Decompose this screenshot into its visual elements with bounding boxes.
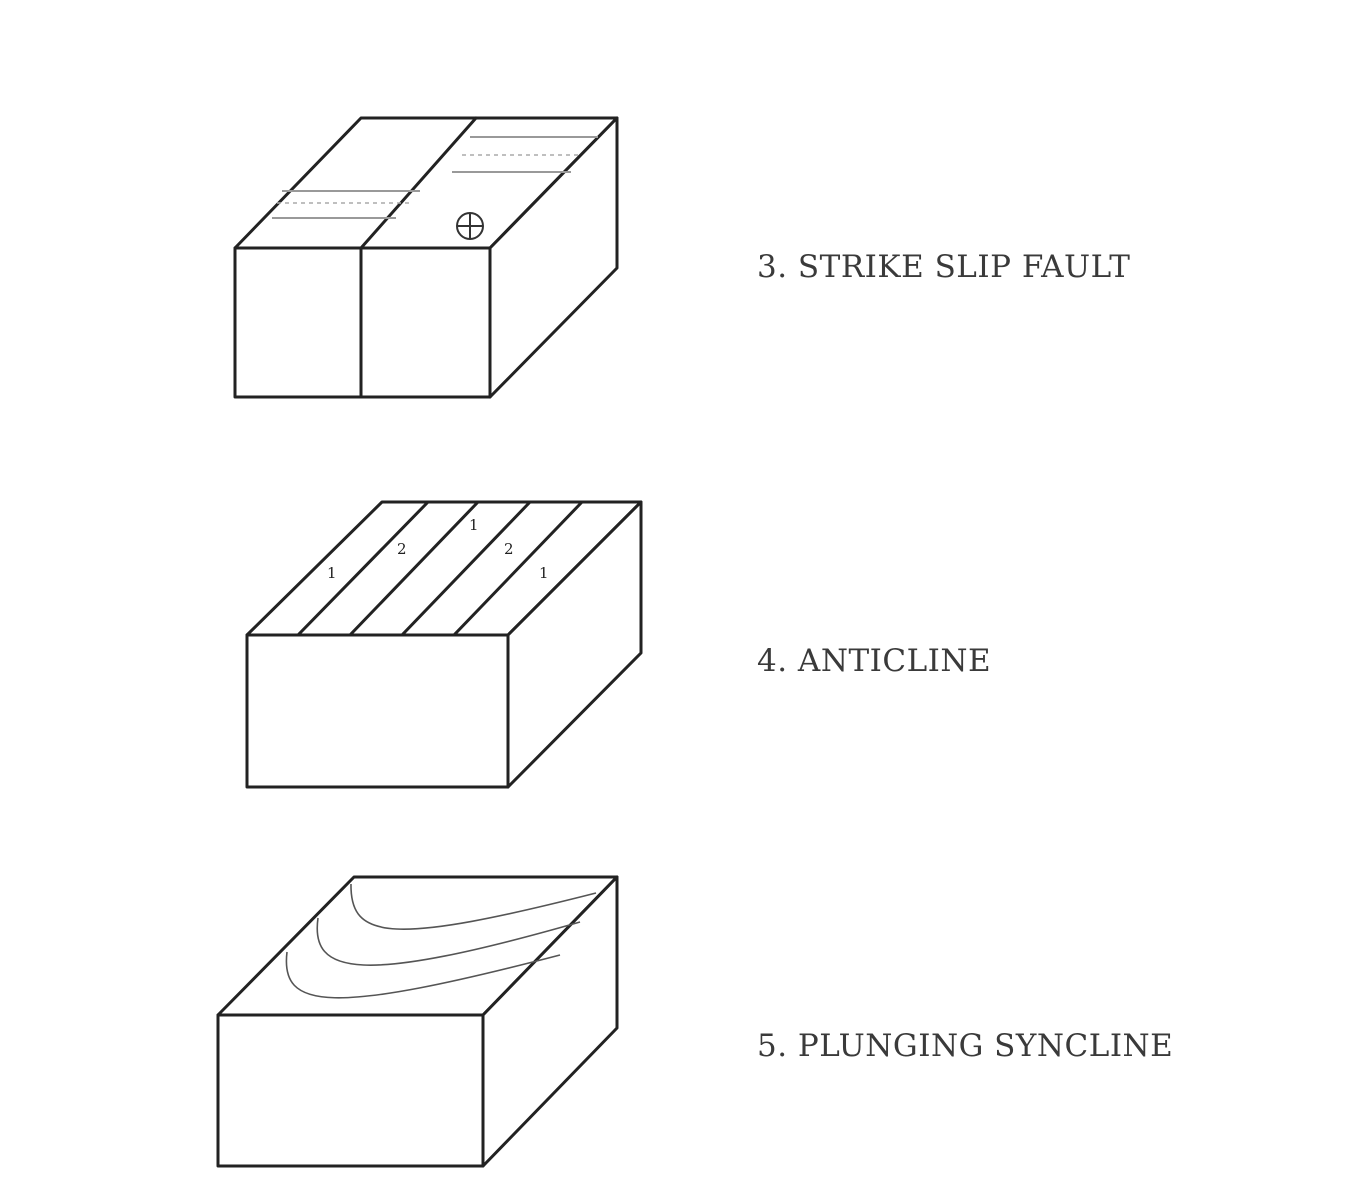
bed-number: 2 (504, 540, 514, 558)
strike-slip-fault-block (233, 116, 619, 399)
anticline-front-face (245, 633, 510, 789)
syncline-outcrop-curve (350, 883, 597, 930)
bed-number: 1 (539, 564, 549, 582)
strike-slip-fault-label: 3. STRIKE SLIP FAULT (757, 249, 1131, 285)
bed-number: 1 (327, 564, 337, 582)
bed-stripe (296, 500, 430, 637)
bed-number: 1 (469, 516, 479, 534)
syncline-front-face (216, 1013, 485, 1168)
plunging-syncline-label: 5. PLUNGING SYNCLINE (757, 1028, 1174, 1064)
strike-dip-symbol (456, 212, 484, 240)
bed-number: 2 (397, 540, 407, 558)
bed-stripe (400, 500, 532, 637)
anticline-block: 1 2 1 2 1 (245, 500, 643, 789)
plunging-syncline-block (216, 875, 619, 1168)
fault-line-top (359, 116, 478, 250)
bed-stripe (348, 500, 480, 637)
anticline-label: 4. ANTICLINE (757, 643, 992, 679)
bed-stripe (452, 500, 584, 637)
syncline-outcrop-curve (316, 917, 581, 966)
syncline-outcrop-curve (285, 951, 561, 999)
